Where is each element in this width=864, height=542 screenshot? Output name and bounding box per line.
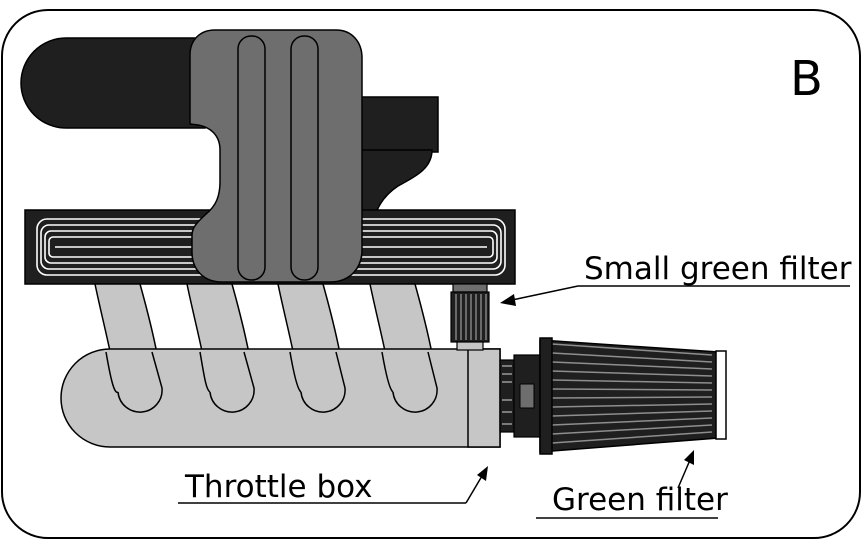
panel-letter: B [790,51,823,107]
housing-rib-right [290,35,319,281]
filter-clamp [499,354,543,438]
housing-rib-left [237,35,266,281]
green-filter-arrow [677,450,694,489]
throttle-box [467,348,501,448]
small-green-filter-arrow [500,285,579,306]
green-filter-label: Green filter [552,482,728,518]
green-filter [539,337,727,455]
small-green-filter-label: Small green filter [584,251,852,287]
manifold-log [60,348,501,448]
upper-intake-pipe [20,37,206,129]
elbow-pipe-top [351,96,439,153]
small-green-filter [450,283,490,351]
throttle-box-label: Throttle box [184,469,373,505]
runner-outlines [105,351,438,413]
throttle-box-arrow [465,466,488,504]
plenum-housing [189,29,363,283]
